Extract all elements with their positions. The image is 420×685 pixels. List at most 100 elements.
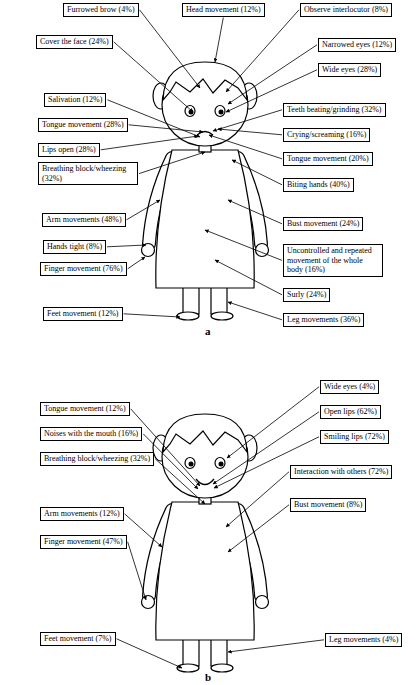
callout-text: Observe interlocutor (8%) xyxy=(304,5,388,14)
callout-text: Crying/screaming (16%) xyxy=(287,130,366,139)
eye xyxy=(215,458,225,469)
callout-text: Wide eyes (28%) xyxy=(322,65,377,74)
callout-box: Breathing block/wheezing (32%) xyxy=(38,162,138,185)
callout-box: Bust movement (8%) xyxy=(290,498,366,512)
panel-label: b xyxy=(205,671,211,683)
leader-line xyxy=(228,200,282,224)
child-figure xyxy=(142,414,269,672)
torso xyxy=(156,150,254,288)
callout-box: Leg movements (36%) xyxy=(283,313,364,327)
callout-text: Smiling lips (72%) xyxy=(324,432,385,441)
leader-line xyxy=(124,314,180,317)
callout-text: Bust movement (8%) xyxy=(294,500,362,509)
foot xyxy=(177,312,199,320)
callout-text: Feet movement (7%) xyxy=(44,634,112,643)
foot xyxy=(211,664,233,672)
leader-line xyxy=(214,437,319,488)
callout-text: Arm movements (12%) xyxy=(44,509,120,518)
leader-line xyxy=(226,10,299,92)
callout-box: Tongue movement (28%) xyxy=(38,118,128,132)
eye xyxy=(215,106,225,117)
callout-text: Finger movement (76%) xyxy=(44,264,123,273)
callout-box: Arm movements (12%) xyxy=(40,507,124,521)
callout-box: Wide eyes (4%) xyxy=(320,380,379,394)
leader-line xyxy=(209,135,282,159)
callout-text: Breathing block/wheezing (32%) xyxy=(42,164,126,183)
leader-line xyxy=(114,42,193,112)
leader-line xyxy=(125,514,162,547)
callout-box: Smiling lips (72%) xyxy=(320,430,389,444)
callout-box: Salivation (12%) xyxy=(44,93,106,107)
callout-text: Salivation (12%) xyxy=(48,95,102,104)
callout-box: Furrowed brow (4%) xyxy=(63,3,139,17)
callout-text: Narrowed eyes (12%) xyxy=(322,40,392,49)
callout-box: Interaction with others (72%) xyxy=(290,465,392,479)
callout-box: Observe interlocutor (8%) xyxy=(300,3,392,17)
callout-text: Noises with the mouth (16%) xyxy=(44,429,138,438)
callout-box: Hands tight (8%) xyxy=(43,240,106,254)
leader-line xyxy=(139,152,205,174)
callout-text: Teeth beating/grinding (32%) xyxy=(287,105,382,114)
leader-line xyxy=(107,245,146,247)
leader-line xyxy=(140,10,200,88)
callout-text: Furrowed brow (4%) xyxy=(67,5,135,14)
callout-text: Interaction with others (72%) xyxy=(294,467,388,476)
callout-box: Arm movements (48%) xyxy=(42,213,126,227)
callout-box: Teeth beating/grinding (32%) xyxy=(283,103,386,117)
callout-box: Breathing block/wheezing (32%) xyxy=(40,452,154,466)
callout-text: Tongue movement (12%) xyxy=(44,404,126,413)
leader-line xyxy=(129,125,203,132)
leader-line xyxy=(227,387,319,458)
eye xyxy=(185,106,195,117)
leader-line xyxy=(228,505,289,552)
pupil xyxy=(219,110,224,115)
callout-text: Breathing block/wheezing (32%) xyxy=(44,454,150,463)
callout-text: Head movement (12%) xyxy=(186,5,261,14)
leader-line xyxy=(218,129,282,135)
callout-text: Cover the face (24%) xyxy=(40,37,109,46)
hair xyxy=(163,414,247,452)
leader-line xyxy=(155,459,205,504)
leader-line xyxy=(131,409,200,486)
leader-line xyxy=(128,257,145,269)
callout-box: Leg movements (4%) xyxy=(325,633,402,647)
leader-line xyxy=(215,260,282,295)
callout-text: Surly (24%) xyxy=(287,290,326,299)
mouth xyxy=(196,479,214,485)
eye xyxy=(185,458,195,469)
foot xyxy=(211,312,233,320)
callout-box: Finger movement (47%) xyxy=(40,535,127,549)
callout-text: Hands tight (8%) xyxy=(47,242,102,251)
callout-box: Bust movement (24%) xyxy=(283,217,363,231)
hair xyxy=(163,62,247,100)
leader-line xyxy=(101,136,198,150)
callout-text: Leg movements (4%) xyxy=(329,635,398,644)
leader-line xyxy=(127,200,160,220)
leader-line xyxy=(228,302,282,320)
callout-box: Head movement (12%) xyxy=(182,3,265,17)
callout-box: Feet movement (12%) xyxy=(43,307,123,321)
callout-text: Wide eyes (4%) xyxy=(324,382,375,391)
callout-box: Open lips (62%) xyxy=(320,405,381,419)
callout-box: Tongue movement (12%) xyxy=(40,402,130,416)
callout-box: Uncontrolled and repeated movement of th… xyxy=(283,244,383,277)
hand xyxy=(256,596,269,609)
callout-box: Lips open (28%) xyxy=(38,143,100,157)
callout-text: Arm movements (48%) xyxy=(46,215,122,224)
callout-box: Noises with the mouth (16%) xyxy=(40,427,142,441)
callout-box: Feet movement (7%) xyxy=(40,632,116,646)
leader-line xyxy=(128,542,146,600)
leader-line xyxy=(232,160,282,185)
leader-line xyxy=(228,640,324,652)
callout-box: Finger movement (76%) xyxy=(40,262,127,276)
callout-text: Open lips (62%) xyxy=(324,407,377,416)
callout-box: Biting hands (40%) xyxy=(283,178,354,192)
callout-text: Bust movement (24%) xyxy=(287,219,359,228)
leader-line xyxy=(215,18,223,62)
foot xyxy=(177,664,199,672)
pupil xyxy=(219,462,224,467)
callout-text: Feet movement (12%) xyxy=(47,309,119,318)
leader-line xyxy=(205,230,282,260)
callout-box: Wide eyes (28%) xyxy=(318,63,381,77)
